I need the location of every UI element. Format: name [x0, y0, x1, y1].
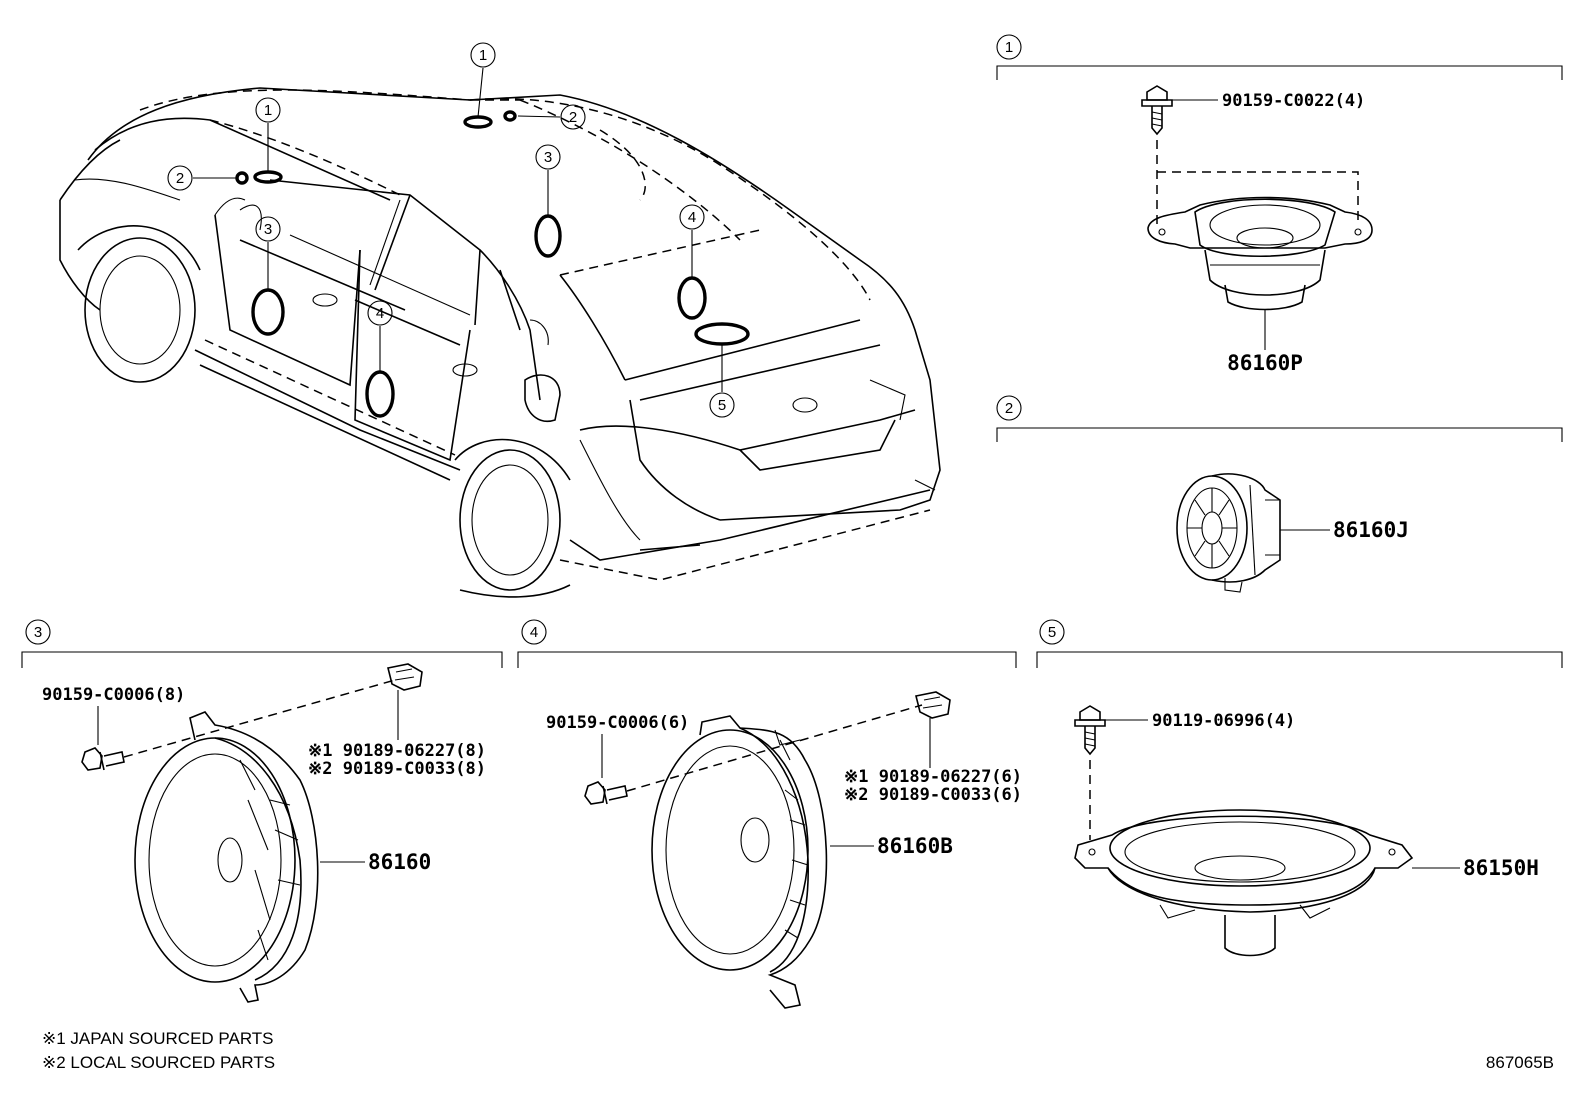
svg-text:1: 1: [479, 47, 487, 64]
speaker-86150H-icon: [1074, 809, 1414, 957]
svg-text:3: 3: [544, 149, 552, 166]
car-callout-3-rear-door: 3: [535, 144, 561, 170]
section-5-number: 5: [1048, 624, 1056, 641]
section-5: 5 90119-06996(4) 86150H: [1036, 619, 1563, 957]
svg-text:5: 5: [718, 397, 726, 414]
speaker-86160B-icon: [651, 715, 828, 1009]
svg-text:3: 3: [264, 221, 272, 238]
part-no-90159-C0006-6: 90159-C0006(6): [546, 713, 689, 733]
car-callout-3-front-door: 3: [255, 216, 281, 242]
car-callout-1-roof: 1: [470, 42, 496, 68]
speaker-86160P-icon: [1147, 196, 1373, 311]
part-no-90189-06227-8: ※1 90189-06227(8): [308, 741, 486, 761]
screw-icon: [1074, 705, 1106, 756]
speaker-86160J-icon: [1176, 473, 1281, 593]
part-no-90119-06996: 90119-06996(4): [1152, 711, 1295, 731]
screw-icon: [81, 747, 125, 771]
part-no-86160: 86160: [368, 850, 431, 874]
part-no-90159-C0006-8: 90159-C0006(8): [42, 685, 185, 705]
part-no-86160P: 86160P: [1227, 351, 1303, 375]
speaker-86160-icon: [134, 711, 319, 1003]
part-no-90159-C0022: 90159-C0022(4): [1222, 91, 1365, 111]
car-callout-4-left: 4: [367, 300, 393, 326]
car-callout-1-dash: 1: [255, 97, 281, 123]
svg-text:1: 1: [264, 102, 272, 119]
section-2-number: 2: [1005, 400, 1013, 417]
section-4-number: 4: [530, 624, 538, 641]
svg-text:4: 4: [688, 209, 696, 226]
clip-icon: [387, 663, 423, 691]
car-callout-4-right: 4: [679, 204, 705, 230]
car-callout-2-right: 2: [560, 104, 586, 130]
part-no-90189-C0033-8: ※2 90189-C0033(8): [308, 759, 486, 779]
part-no-86150H: 86150H: [1463, 856, 1539, 880]
footnote-japan-sourced: ※1 JAPAN SOURCED PARTS: [42, 1029, 274, 1048]
screw-icon: [584, 781, 628, 805]
svg-text:2: 2: [569, 109, 577, 126]
part-no-90189-C0033-6: ※2 90189-C0033(6): [844, 785, 1022, 805]
car-callout-2-left: 2: [167, 165, 193, 191]
part-no-90189-06227-6: ※1 90189-06227(6): [844, 767, 1022, 787]
part-no-86160J: 86160J: [1333, 518, 1409, 542]
part-no-86160B: 86160B: [877, 834, 953, 858]
screw-icon: [1141, 85, 1173, 136]
svg-text:4: 4: [376, 305, 384, 322]
svg-text:2: 2: [176, 170, 184, 187]
section-1-number: 1: [1005, 39, 1013, 56]
car-callout-5-shelf: 5: [709, 392, 735, 418]
section-2: 2 86160J: [996, 395, 1563, 593]
section-1: 1 90159-C0022(4) 86160P: [996, 34, 1563, 375]
section-3: 3 90159-C0006(8) ※1 90189-06227(8) ※2 90…: [21, 619, 503, 1003]
car-illustration: 1 1 2 2 3 3 4 4: [59, 42, 941, 598]
footnote-local-sourced: ※2 LOCAL SOURCED PARTS: [42, 1053, 275, 1072]
clip-icon: [915, 691, 951, 719]
section-3-number: 3: [34, 624, 42, 641]
diagram-id: 867065B: [1486, 1053, 1554, 1072]
section-4: 4 90159-C0006(6) ※1 90189-06227(6) ※2 90…: [517, 619, 1022, 1009]
